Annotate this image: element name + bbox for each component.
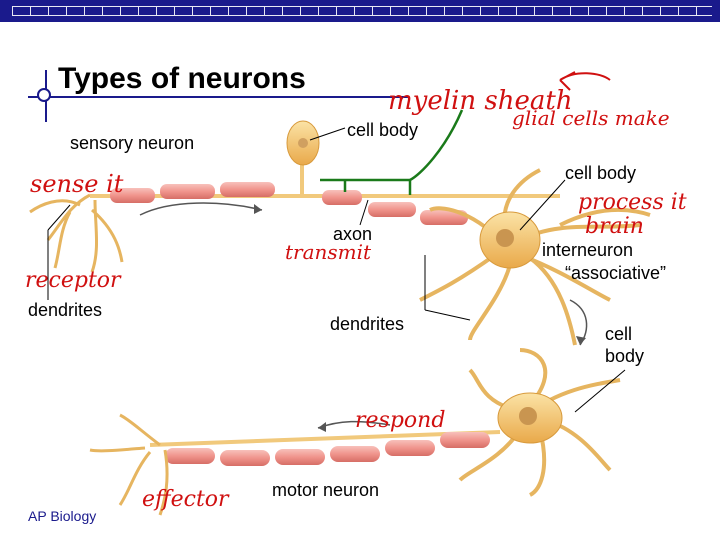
note-brain: brain: [585, 214, 644, 239]
label-sensory-neuron: sensory neuron: [70, 133, 195, 153]
motor-neuron: [89, 348, 621, 516]
interneuron: [419, 168, 651, 346]
note-receptor: receptor: [25, 268, 121, 293]
header-bar: [0, 0, 720, 22]
interneuron-nucleus: [496, 229, 514, 247]
label-associative: “associative”: [565, 263, 667, 283]
label-cell-body-top: cell body: [347, 120, 419, 140]
note-respond: respond: [355, 408, 446, 433]
label-interneuron: interneuron: [542, 240, 634, 260]
title-rule: [28, 96, 408, 98]
myelin-segments-top: [110, 182, 468, 225]
label-motor-neuron: motor neuron: [272, 480, 380, 500]
header-pattern: [12, 6, 712, 16]
label-dendrites-mid: dendrites: [330, 314, 405, 334]
myelin-bracket: [320, 178, 412, 195]
label-axon: axon: [333, 224, 373, 244]
myelin-segments-bottom: [165, 432, 490, 466]
label-cell-body-right: cell body: [565, 163, 637, 183]
motor-axon-terminals: [89, 413, 169, 516]
note-myelin-sheath: myelin sheath: [388, 86, 573, 116]
label-cell-body-bottom: cell body: [605, 324, 645, 366]
sensory-neuron: [29, 120, 560, 273]
note-effector: effector: [142, 487, 229, 512]
slide-title: Types of neurons: [58, 62, 306, 95]
crosshair-icon: [37, 88, 51, 102]
glial-arrow: [559, 71, 611, 91]
note-glial-cells: glial cells make: [512, 106, 670, 130]
note-process-it: process it: [578, 190, 687, 215]
note-transmit: transmit: [285, 240, 372, 264]
label-dendrites-left: dendrites: [28, 300, 103, 320]
sensory-dendrites: [29, 193, 124, 273]
note-sense-it: sense it: [30, 170, 124, 198]
footer-label: AP Biology: [28, 508, 97, 524]
